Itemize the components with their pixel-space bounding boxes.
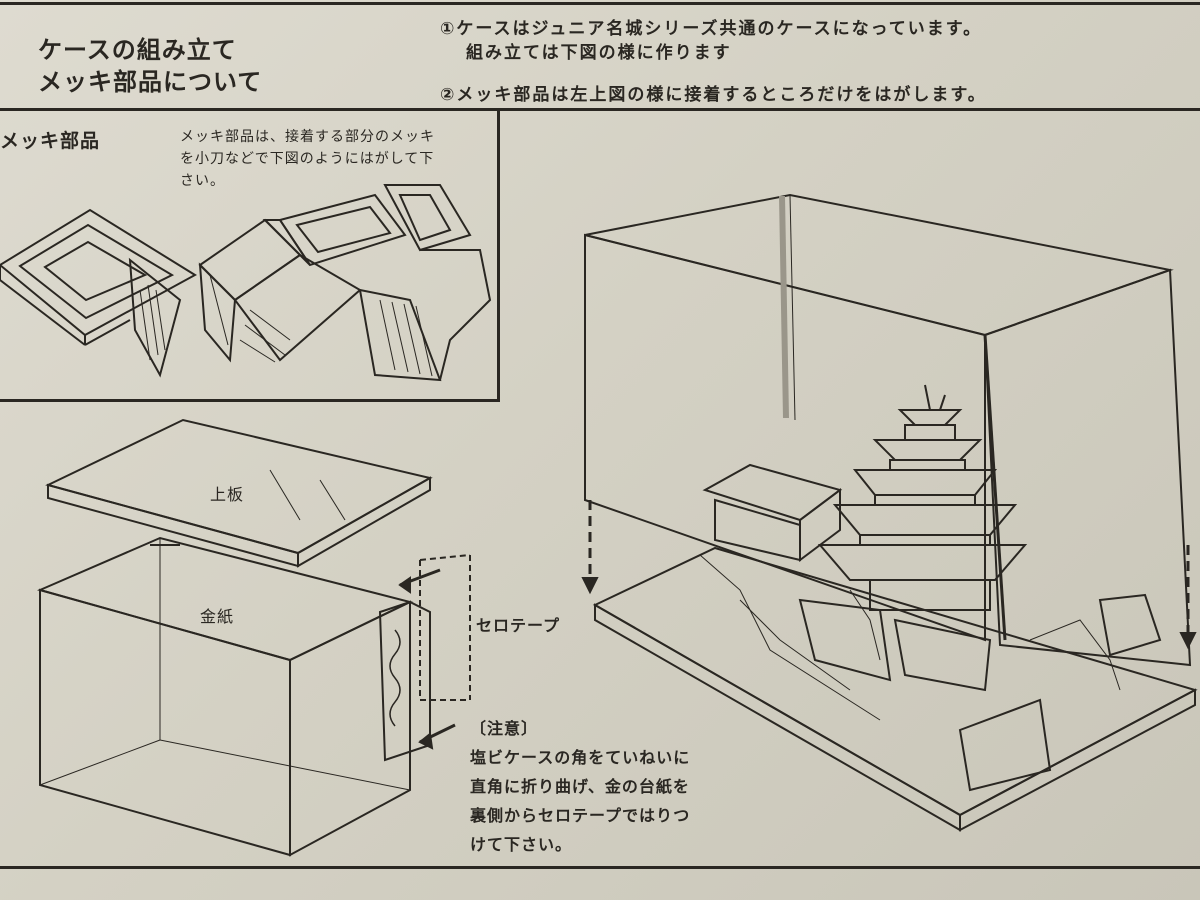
- plating-desc-line-1: メッキ部品は、接着する部分のメッキ: [180, 129, 435, 145]
- header-divider: [0, 108, 1200, 111]
- caution-line-2: 直角に折り曲げ、金の台紙を: [470, 777, 690, 796]
- caution-line-4: けて下さい。: [470, 835, 573, 854]
- plating-desc-line-3: さい。: [180, 173, 225, 189]
- top-border: [0, 2, 1200, 5]
- note-1-line-2: 組み立ては下図の様に作ります: [466, 43, 732, 63]
- plated-castle-base-illustration: [198, 184, 492, 382]
- note-1-line-1: ①ケースはジュニア名城シリーズ共通のケースになっています。: [440, 19, 983, 39]
- title-plated-parts: メッキ部品について: [38, 68, 263, 96]
- cellophane-tape-label: セロテープ: [476, 616, 561, 635]
- plating-heading: メッキ部品: [0, 130, 101, 152]
- plating-panel-right-border: [497, 110, 500, 402]
- plating-panel-bottom-border: [0, 399, 500, 402]
- caution-line-3: 裏側からセロテープではりつ: [470, 806, 691, 825]
- title-case-assembly: ケースの組み立て: [38, 36, 237, 64]
- assembled-display-case-illustration: [581, 193, 1198, 832]
- case-box-illustration: [37, 536, 471, 857]
- plated-roof-part-illustration: [0, 208, 197, 378]
- top-plate-illustration: [45, 418, 433, 568]
- bottom-border: [0, 866, 1200, 869]
- caution-heading: 〔注意〕: [470, 719, 539, 738]
- caution-line-1: 塩ビケースの角をていねいに: [470, 748, 691, 767]
- note-2: ②メッキ部品は左上図の様に接着するところだけをはがします。: [440, 85, 987, 105]
- plating-desc-line-2: を小刀などで下図のようにはがして下: [180, 151, 435, 167]
- top-plate-label: 上板: [210, 485, 245, 504]
- gold-paper-label: 金紙: [200, 607, 235, 626]
